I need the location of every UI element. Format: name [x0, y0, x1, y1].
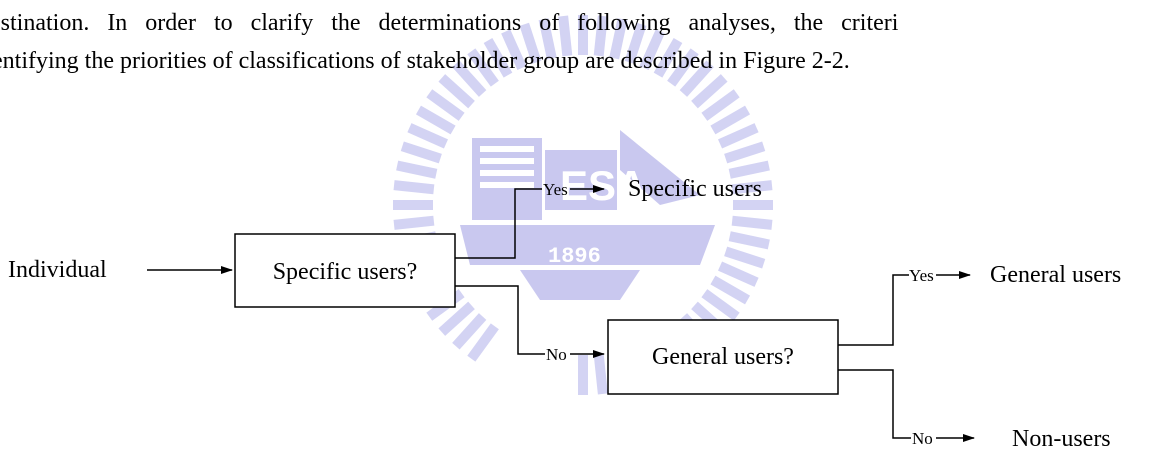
watermark-ray — [407, 123, 449, 149]
watermark-ray — [639, 29, 665, 71]
yes-label-node2: Yes — [909, 266, 934, 285]
watermark-ray — [426, 89, 465, 121]
decision-box-general-users — [607, 319, 839, 395]
watermark-ray — [438, 301, 475, 336]
watermark-ray — [667, 48, 699, 87]
output-specific-users: Specific users — [628, 176, 762, 202]
watermark-ray — [731, 180, 773, 195]
watermark-ray — [609, 18, 628, 60]
watermark-ray — [400, 141, 442, 164]
watermark-ray — [467, 48, 499, 87]
watermark-ray — [438, 74, 475, 109]
watermark-ray — [593, 15, 608, 57]
watermark-ray — [452, 60, 487, 97]
watermark-emblem: ESA 1896 — [460, 130, 715, 300]
yes-label-node1: Yes — [543, 180, 568, 199]
watermark-year: 1896 — [548, 244, 601, 269]
watermark-ray — [724, 141, 766, 164]
watermark-ray — [452, 313, 487, 350]
watermark-ray — [710, 105, 751, 135]
watermark-ray — [728, 160, 770, 179]
watermark-ray — [731, 215, 773, 230]
watermark-ray — [679, 60, 714, 97]
decision-label-general-users: General users? — [652, 344, 794, 370]
watermark-ray — [624, 22, 647, 64]
watermark-ray — [701, 89, 740, 121]
no-label-node2: No — [912, 429, 933, 448]
watermark-ray — [717, 261, 759, 287]
watermark-ray — [396, 160, 438, 179]
watermark-ray — [653, 37, 683, 78]
decision-box-specific-users — [234, 233, 456, 308]
watermark-ray — [501, 29, 527, 71]
watermark-ray — [393, 180, 435, 195]
watermark-ray — [538, 18, 557, 60]
watermark-ray — [701, 289, 740, 321]
output-non-users: Non-users — [1012, 426, 1111, 452]
watermark-ray — [724, 246, 766, 269]
watermark-ray — [415, 105, 456, 135]
connector-node2-no — [838, 369, 911, 439]
watermark-ray — [483, 37, 513, 78]
watermark-ray — [717, 123, 759, 149]
watermark-ray — [728, 231, 770, 250]
watermark-ray — [558, 15, 573, 57]
output-general-users: General users — [990, 262, 1121, 288]
watermark-ray — [393, 215, 435, 230]
paragraph-line-1: estination. In order to clarify the dete… — [0, 10, 899, 36]
paragraph-line-2: entifying the priorities of classificati… — [0, 48, 850, 74]
no-label-node1: No — [546, 345, 567, 364]
input-label: Individual — [8, 257, 107, 283]
watermark-ray — [467, 323, 499, 362]
watermark-ray — [593, 353, 608, 395]
connector-node1-no — [455, 285, 545, 355]
watermark-ray — [519, 22, 542, 64]
watermark-ray — [691, 74, 728, 109]
watermark-ray — [710, 275, 751, 305]
decision-label-specific-users: Specific users? — [273, 259, 418, 285]
connector-node1-yes — [455, 188, 542, 259]
connector-node2-yes — [838, 274, 909, 346]
